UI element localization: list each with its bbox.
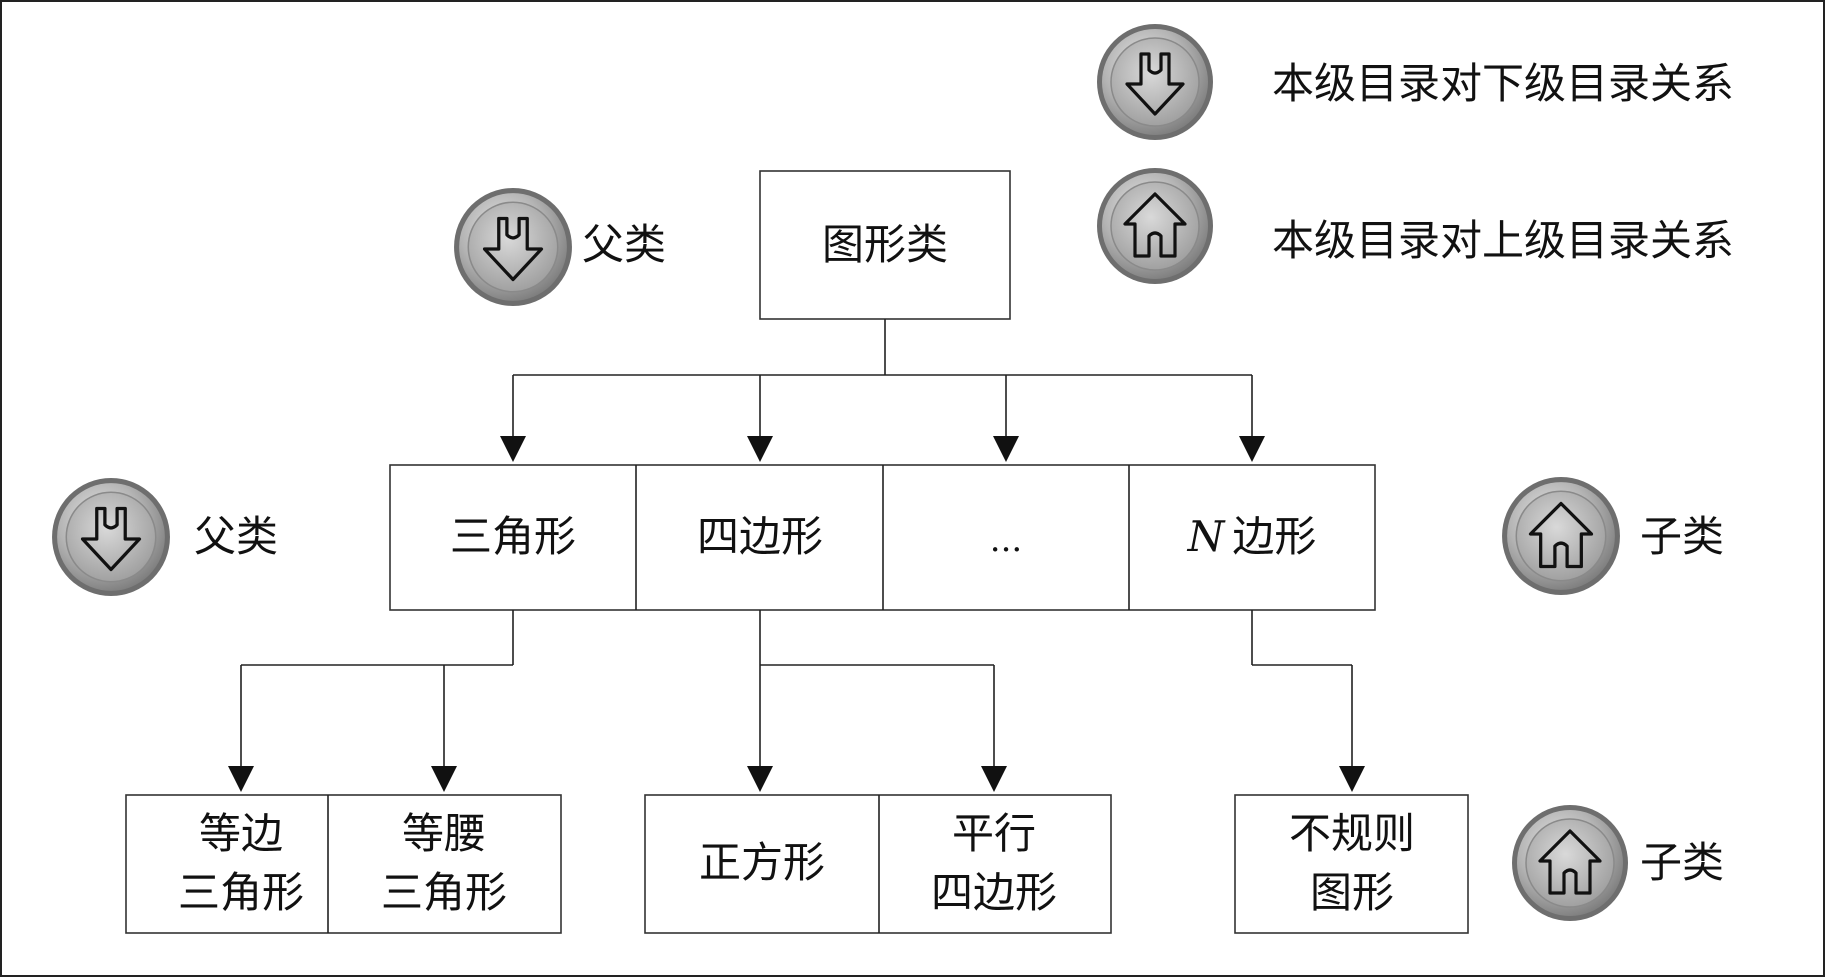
level1-item-ellipsis: ... [990,520,1022,560]
level2-group-triangle: 等边 三角形 等腰 三角形 [125,794,562,934]
parent-marker-mid: 父类 [50,476,278,598]
level2-item-isosceles-line1: 等腰 [402,809,486,858]
n-gon-italic-n: N [1187,512,1226,561]
level2-item-equilateral-line1: 等边 [199,809,283,858]
level2-item-irregular-line1: 不规则 [1289,809,1415,858]
connectors-root [500,319,1265,462]
arrowhead [1239,436,1265,462]
down-arrow-badge-icon [1095,22,1215,142]
level2-item-parallelogram-line1: 平行 [952,809,1036,858]
arrowhead [1339,766,1365,792]
legend-up-label: 本级目录对上级目录关系 [1272,216,1734,265]
arrowhead [228,766,254,792]
arrowhead [747,766,773,792]
arrowhead [993,436,1019,462]
parent-mid-label: 父类 [194,512,278,561]
down-arrow-badge-icon [50,476,172,598]
legend: 本级目录对下级目录关系 本级目录对上级目录关系 [1095,22,1734,286]
house-badge-icon [1510,803,1630,923]
n-gon-suffix: 边形 [1232,512,1316,561]
level2-item-parallelogram-line2: 四边形 [931,868,1057,917]
level2-item-irregular-line2: 图形 [1310,868,1394,917]
down-arrow-badge-icon [452,186,574,308]
arrowhead [431,766,457,792]
level2-item-square: 正方形 [699,838,825,887]
level2-item-equilateral-line2: 三角形 [178,868,304,917]
child-marker-mid: 子类 [1500,475,1724,597]
level2-item-isosceles-line2: 三角形 [381,868,507,917]
level1-item-quadrilateral: 四边形 [697,512,823,561]
parent-top-label: 父类 [582,220,666,269]
child-mid-label: 子类 [1640,512,1724,561]
level1-item-triangle: 三角形 [450,512,576,561]
level2-group-quadrilateral: 正方形 平行 四边形 [644,794,1112,934]
arrowhead [981,766,1007,792]
child-bottom-label: 子类 [1640,838,1724,887]
root-label: 图形类 [822,220,948,269]
child-marker-bottom: 子类 [1510,803,1724,923]
house-badge-icon [1500,475,1622,597]
arrowhead [500,436,526,462]
arrowhead [747,436,773,462]
parent-marker-top: 父类 [452,186,666,308]
root-node: 图形类 [759,170,1011,320]
connectors-level1 [228,610,1365,792]
level2-group-ngon: 不规则 图形 [1234,794,1469,934]
house-badge-icon [1095,166,1215,286]
legend-down-label: 本级目录对下级目录关系 [1272,59,1734,108]
